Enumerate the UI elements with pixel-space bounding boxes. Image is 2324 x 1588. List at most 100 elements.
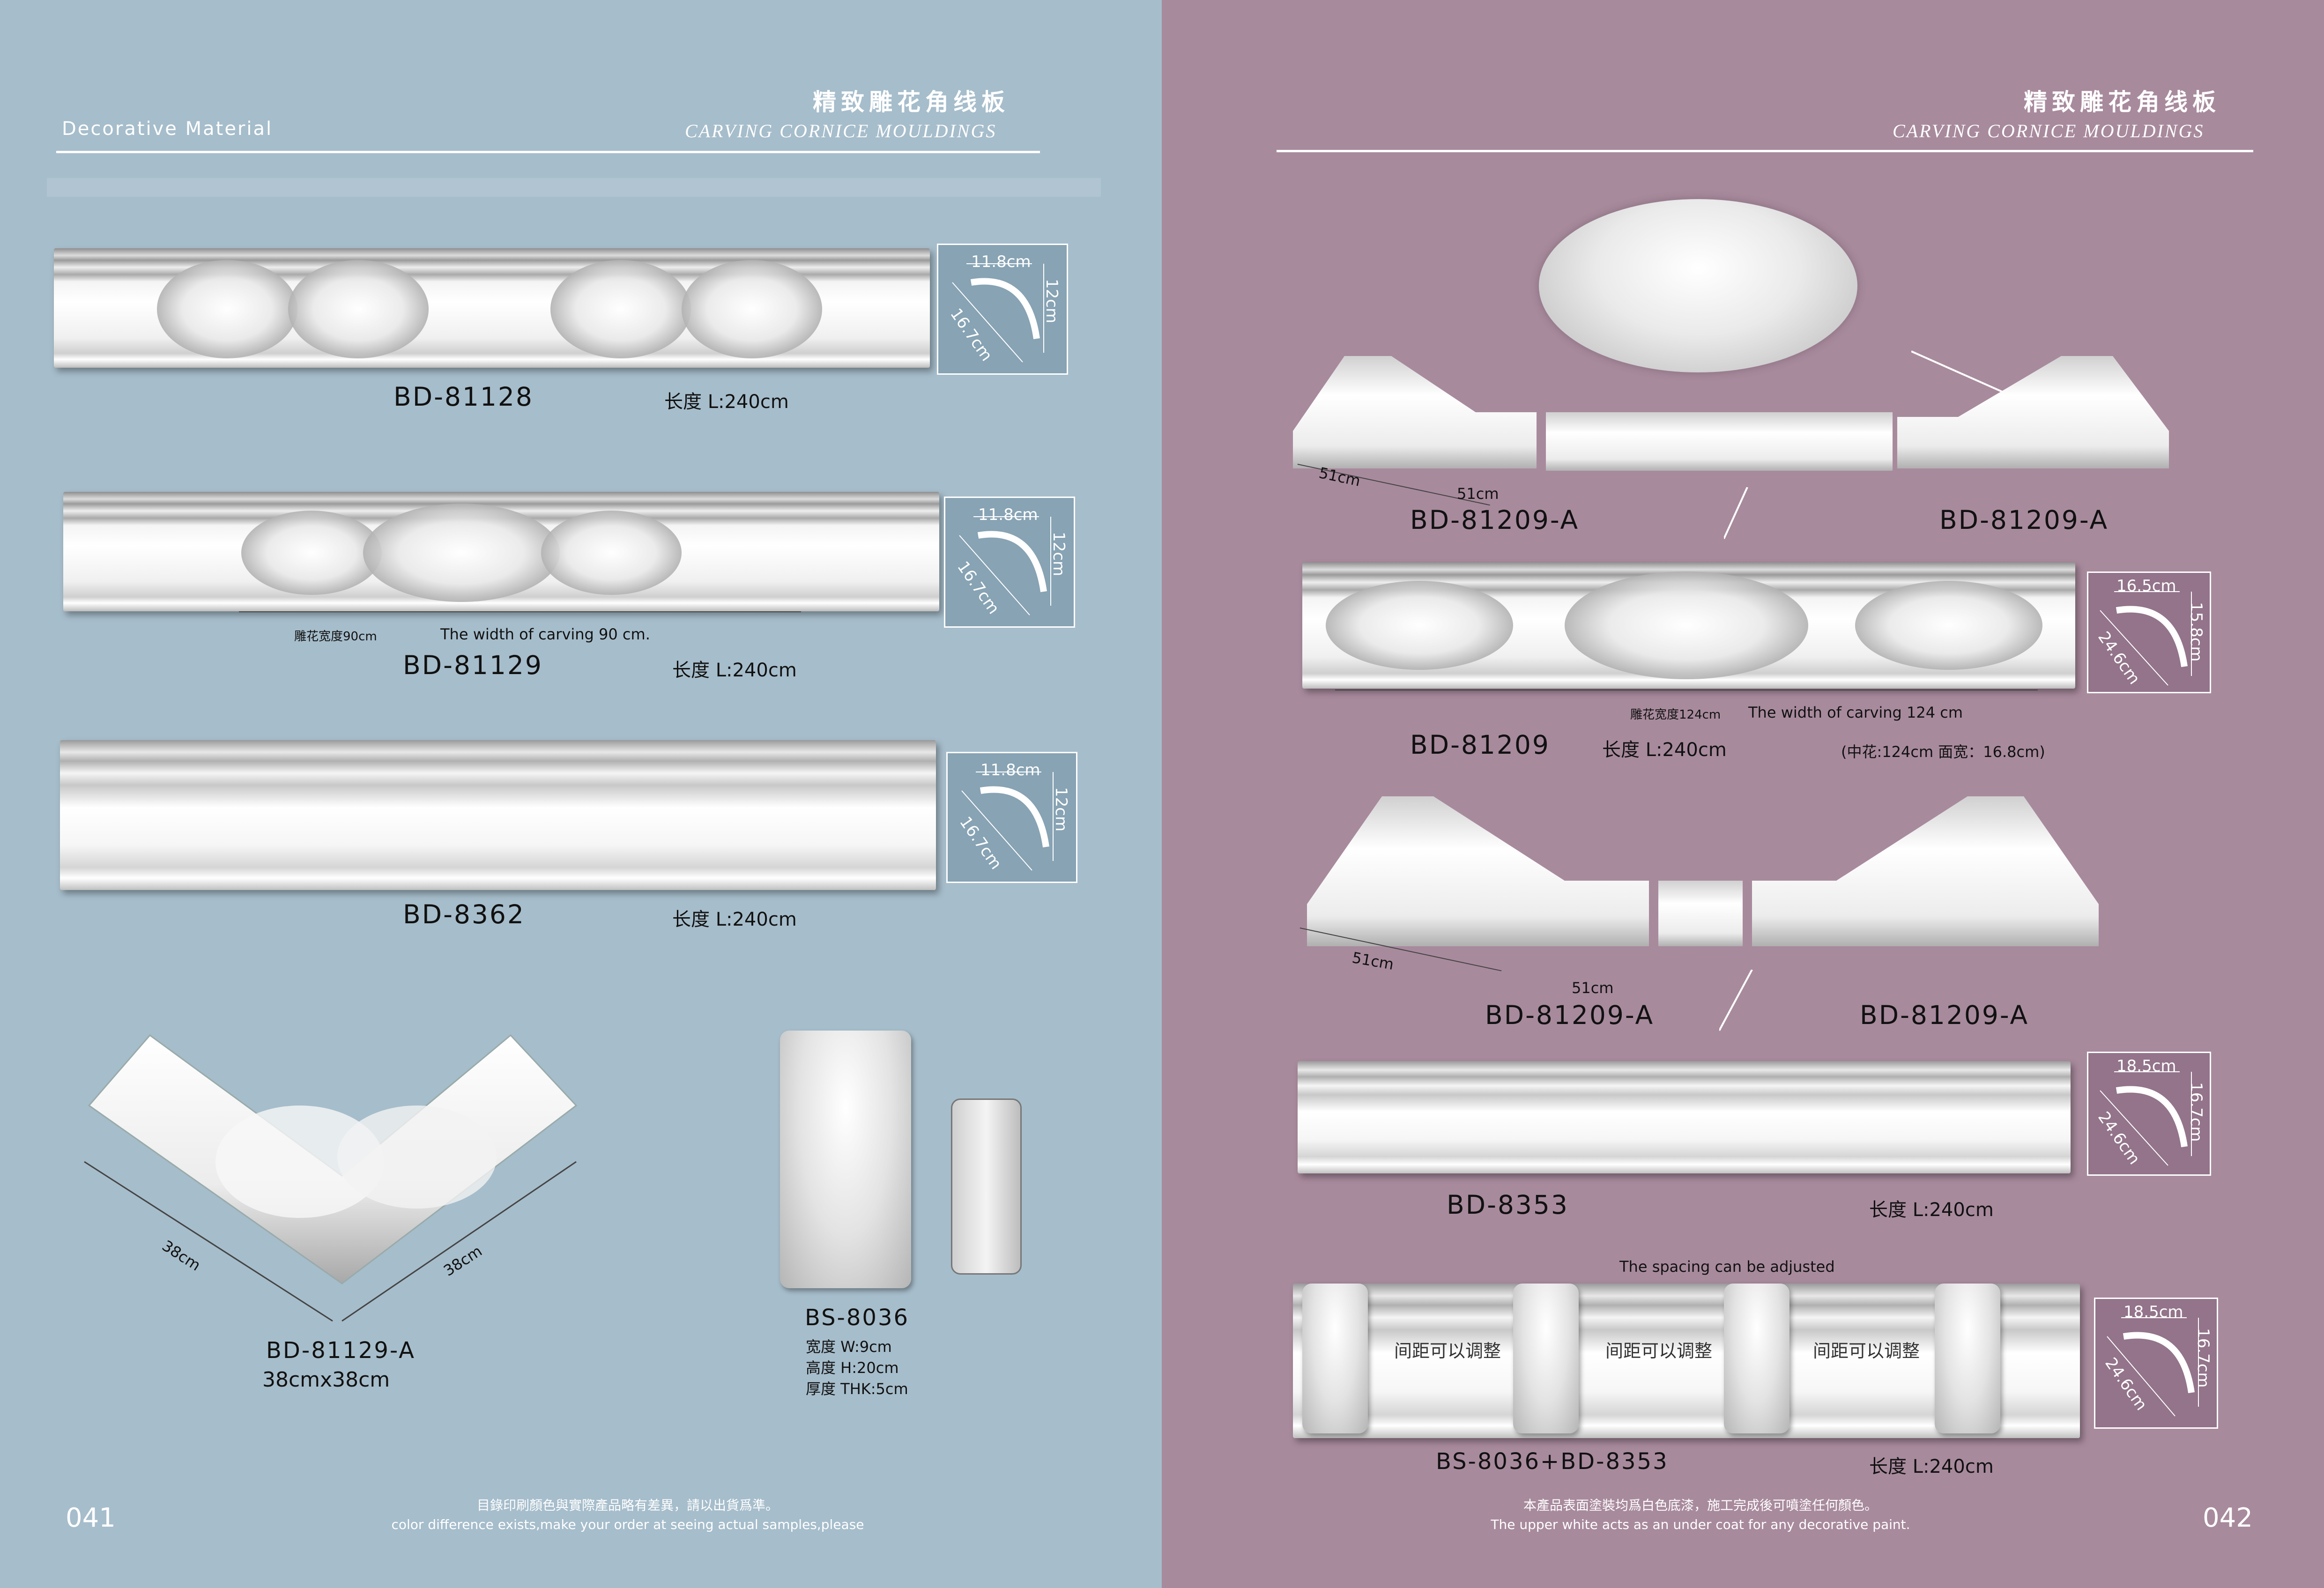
carving-ornament bbox=[1855, 581, 2042, 670]
bracket-piece bbox=[1302, 1284, 1368, 1433]
bracket-width: 宽度 W:9cm bbox=[806, 1338, 892, 1356]
profile-top-dim: 11.8cm bbox=[971, 252, 1031, 271]
bracket-piece bbox=[1513, 1284, 1579, 1433]
detail-zoom-image bbox=[1539, 199, 1857, 372]
bracket-piece bbox=[1724, 1284, 1789, 1433]
carving-ornament bbox=[1565, 571, 1808, 679]
profile-diagram bbox=[952, 263, 1044, 363]
right-page: 精致雕花角线板 CARVING CORNICE MOULDINGS 51cm 5… bbox=[1162, 0, 2324, 1588]
product-code: BD-8362 bbox=[403, 899, 525, 929]
profile-side-dim: 16.7cm bbox=[2187, 1082, 2205, 1142]
set1-label-left: BD-81209-A bbox=[1410, 505, 1580, 535]
profile-diagram bbox=[2100, 591, 2192, 686]
carving-ornament bbox=[241, 511, 382, 595]
footer-en: color difference exists,make your order … bbox=[391, 1517, 864, 1532]
profile-diagram bbox=[959, 516, 1051, 616]
carving-ornament bbox=[541, 511, 682, 595]
set2-dim-b: 51cm bbox=[1572, 979, 1614, 997]
bracket-image bbox=[780, 1031, 911, 1288]
carving-dimension-line bbox=[239, 611, 801, 612]
profile-box: 11.8cm 12cm 16.7cm bbox=[946, 752, 1077, 883]
footer-cn: 本產品表面塗裝均爲白色底漆，施工完成後可噴塗任何顏色。 bbox=[1523, 1498, 1878, 1513]
product-length: 长度 L:240cm bbox=[672, 660, 797, 681]
gap-label: 间距可以调整 bbox=[1394, 1341, 1501, 1361]
carving-ornament bbox=[1326, 581, 1513, 670]
carving-width-en: The width of carving 124 cm bbox=[1748, 704, 1963, 721]
left-page: Decorative Material 精致雕花角线板 CARVING CORN… bbox=[47, 88, 1101, 1533]
profile-top-dim: 18.5cm bbox=[2116, 1057, 2176, 1076]
profile-side-dim: 15.8cm bbox=[2187, 602, 2205, 662]
header-rule bbox=[1277, 150, 2253, 152]
gap-label: 间距可以调整 bbox=[1605, 1341, 1713, 1361]
bracket-side-image bbox=[951, 1098, 1022, 1275]
product-code: BD-81129 bbox=[403, 650, 543, 680]
moulding-bd-8353 bbox=[1298, 1061, 2071, 1173]
set1-pointer bbox=[1724, 487, 1748, 539]
profile-side-dim: 12cm bbox=[1049, 532, 1068, 577]
brand-label: Decorative Material bbox=[62, 118, 273, 140]
moulding-bd-81209 bbox=[1302, 562, 2075, 689]
moulding-bd-81129 bbox=[63, 492, 939, 611]
carving-ornament bbox=[550, 260, 691, 358]
set1-label-right: BD-81209-A bbox=[1939, 505, 2109, 535]
product-code: BS-8036+BD-8353 bbox=[1436, 1448, 1669, 1475]
carving-ornament bbox=[288, 260, 429, 358]
profile-top-dim: 11.8cm bbox=[980, 761, 1040, 779]
profile-top-dim: 16.5cm bbox=[2116, 577, 2176, 595]
product-code: BD-81209 bbox=[1410, 730, 1550, 760]
title-en: CARVING CORNICE MOULDINGS bbox=[1893, 120, 2205, 141]
carving-ornament bbox=[682, 260, 822, 358]
profile-side-dim: 12cm bbox=[1052, 787, 1070, 832]
footer-cn: 目錄印刷顏色與實際產品略有差異，請以出貨爲準。 bbox=[476, 1498, 779, 1513]
header-band bbox=[47, 178, 1101, 197]
profile-box: 18.5cm 16.7cm 24.6cm bbox=[2087, 1052, 2211, 1176]
carving-width-cn: 雕花宽度124cm bbox=[1630, 708, 1721, 722]
page-number: 042 bbox=[2203, 1503, 2253, 1533]
footer-en: The upper white acts as an under coat fo… bbox=[1491, 1517, 1910, 1532]
profile-diagram bbox=[2100, 1071, 2192, 1166]
page-number: 041 bbox=[66, 1503, 116, 1533]
corner-set-2-image bbox=[1307, 796, 2099, 946]
product-length: 长度 L:240cm bbox=[672, 909, 797, 930]
profile-box: 18.5cm 16.7cm 24.6cm bbox=[2094, 1298, 2218, 1429]
header-rule bbox=[56, 151, 1040, 153]
profile-box: 16.5cm 15.8cm 24.6cm bbox=[2087, 571, 2211, 693]
product-length: 长度 L:240cm bbox=[1869, 1456, 1994, 1477]
spacing-note: The spacing can be adjusted bbox=[1619, 1258, 1835, 1276]
product-length: 长度 L:240cm bbox=[1602, 739, 1727, 761]
moulding-bd-8362 bbox=[60, 740, 936, 890]
title-cn: 精致雕花角线板 bbox=[813, 88, 1010, 116]
profile-diagram bbox=[2107, 1317, 2199, 1417]
corner-size: 38cmx38cm bbox=[262, 1368, 390, 1392]
title-en: CARVING CORNICE MOULDINGS bbox=[685, 120, 997, 141]
product-length: 长度 L:240cm bbox=[1869, 1199, 1994, 1221]
corner-moulding-image bbox=[84, 1034, 578, 1322]
profile-box: 11.8cm 12cm 16.7cm bbox=[937, 244, 1068, 375]
set2-label-left: BD-81209-A bbox=[1485, 1000, 1655, 1030]
carving-ornament bbox=[157, 260, 297, 358]
profile-side-dim: 16.7cm bbox=[2194, 1328, 2213, 1388]
profile-side-dim: 12cm bbox=[1042, 279, 1061, 324]
gap-label: 间距可以调整 bbox=[1813, 1341, 1920, 1361]
profile-box: 11.8cm 12cm 16.7cm bbox=[944, 497, 1075, 628]
bracket-piece bbox=[1935, 1284, 2000, 1433]
product-length: 长度 L:240cm bbox=[664, 391, 789, 413]
product-code: BD-8353 bbox=[1447, 1190, 1569, 1220]
product-code: BD-81128 bbox=[394, 382, 534, 412]
title-cn: 精致雕花角线板 bbox=[2024, 88, 2220, 116]
carving-width-en: The width of carving 90 cm. bbox=[440, 625, 650, 643]
profile-top-dim: 18.5cm bbox=[2124, 1303, 2183, 1321]
set2-pointer bbox=[1719, 970, 1753, 1031]
bracket-code: BS-8036 bbox=[805, 1305, 910, 1331]
set1-dim-b: 51cm bbox=[1457, 485, 1499, 503]
carving-ornament bbox=[363, 504, 560, 602]
bracket-height: 高度 H:20cm bbox=[806, 1359, 899, 1377]
profile-top-dim: 11.8cm bbox=[978, 505, 1038, 524]
moulding-combo bbox=[1293, 1284, 2080, 1438]
corner-code: BD-81129-A bbox=[266, 1337, 416, 1364]
moulding-bd-81128 bbox=[54, 248, 930, 368]
set2-label-right: BD-81209-A bbox=[1860, 1000, 2029, 1030]
profile-diagram bbox=[961, 772, 1054, 871]
corner-set-1-image bbox=[1293, 356, 2169, 471]
carving-width-cn: 雕花宽度90cm bbox=[294, 630, 377, 644]
